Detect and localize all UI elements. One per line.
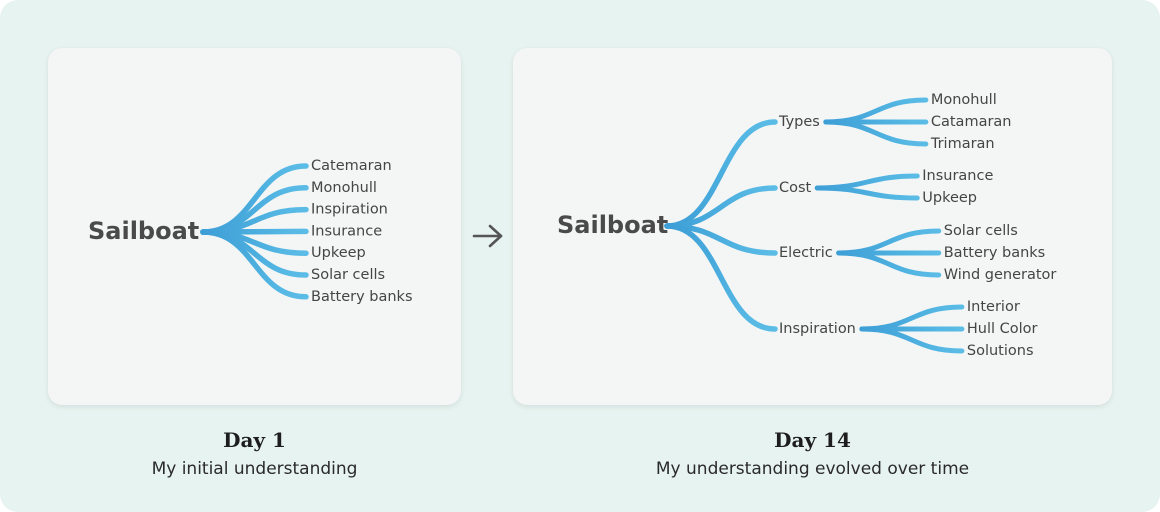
mindmap-leaf-solutions: Solutions — [967, 343, 1034, 359]
mindmap-leaf-battery-banks: Battery banks — [944, 245, 1046, 261]
mindmap-leaf-trimaran: Trimaran — [930, 136, 995, 152]
arrow-right-icon — [472, 224, 503, 248]
caption-title: Day 14 — [774, 428, 851, 452]
branch-connector — [814, 185, 920, 201]
mindmap-node-upkeep: Upkeep — [311, 245, 366, 261]
branch-connector — [859, 304, 965, 332]
mindmap-node-inspiration: Inspiration — [779, 321, 856, 337]
mindmap-node-inspiration: Inspiration — [311, 202, 388, 218]
branch-connector — [823, 97, 929, 125]
mindmap-node-catemaran: Catemaran — [311, 158, 392, 174]
branch-connector — [200, 229, 309, 300]
branch-connector — [664, 223, 778, 332]
mindmap-day-1: Sailboat CatemaranMonohullInspirationInsu… — [88, 158, 413, 305]
mindmap-node-solar-cells: Solar cells — [311, 267, 385, 283]
mindmap-leaf-upkeep: Upkeep — [922, 190, 977, 206]
mindmap-root: Sailboat — [88, 217, 199, 245]
mindmap-leaf-catamaran: Catamaran — [931, 114, 1012, 130]
mindmap-node-monohull: Monohull — [311, 180, 377, 196]
branch-connector — [859, 326, 965, 354]
mindmap-leaf-solar-cells: Solar cells — [944, 223, 1018, 239]
mindmap-root: Sailboat — [557, 211, 668, 239]
caption-subtitle: My understanding evolved over time — [655, 459, 970, 479]
mindmap-node-cost: Cost — [779, 180, 812, 196]
branch-connector — [836, 250, 942, 278]
branch-connector — [836, 228, 942, 256]
mindmap-leaf-monohull: Monohull — [931, 92, 997, 108]
mindmap-leaf-interior: Interior — [967, 299, 1020, 315]
mindmap-leaf-hull-color: Hull Color — [967, 321, 1038, 337]
mindmap-node-types: Types — [778, 114, 820, 130]
branch-connector — [823, 119, 929, 147]
mindmap-node-insurance: Insurance — [311, 223, 382, 239]
caption-title: Day 1 — [223, 428, 286, 452]
caption-subtitle: My initial understanding — [151, 459, 358, 479]
mindmap-leaf-insurance: Insurance — [922, 168, 993, 184]
mindmap-node-electric: Electric — [779, 245, 833, 261]
mindmap-leaf-wind-generator: Wind generator — [944, 267, 1057, 283]
mindmap-node-battery-banks: Battery banks — [311, 289, 413, 305]
branch-connector — [664, 119, 778, 229]
